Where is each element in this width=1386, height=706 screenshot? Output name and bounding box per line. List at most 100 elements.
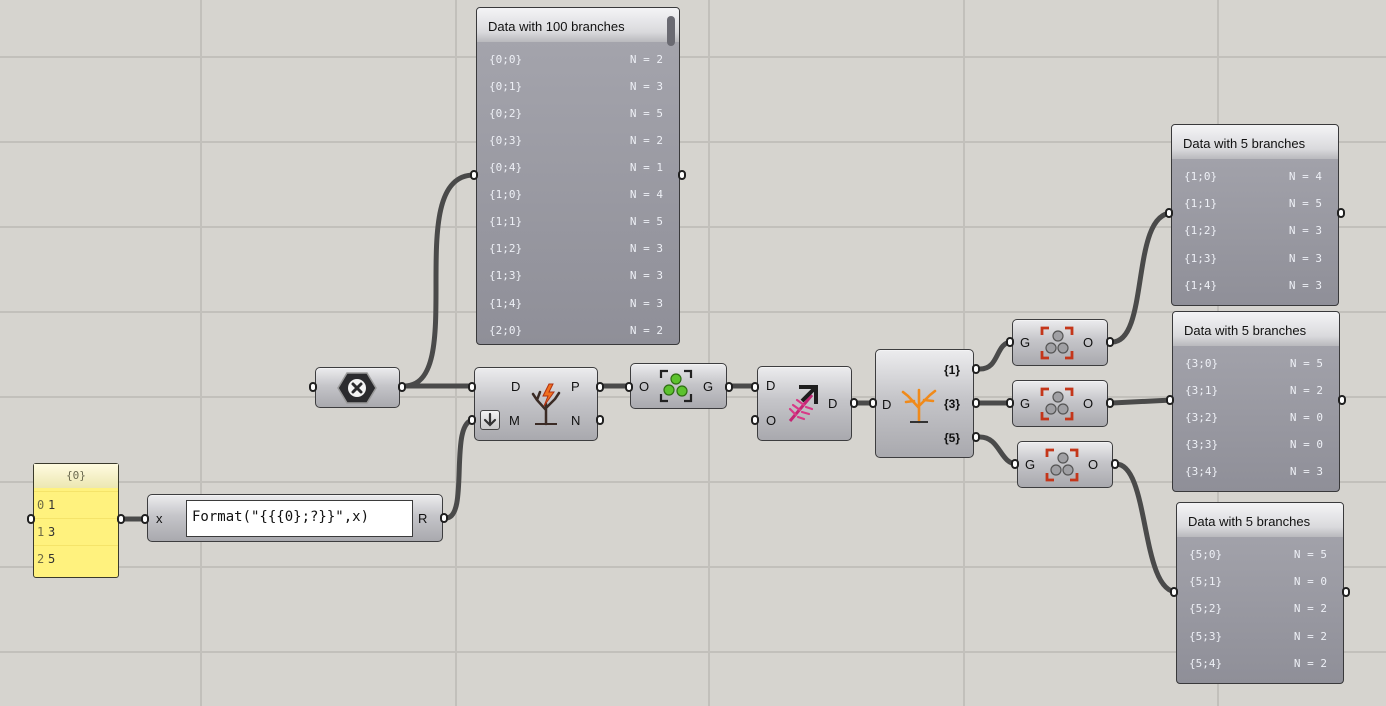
panel-row: {5;0}N = 5 [1189, 548, 1327, 568]
expression-component[interactable]: x Format("{{{0};?}}",x) R [147, 494, 443, 542]
split-tree-component[interactable]: D M P N [474, 367, 598, 441]
panel-title: Data with 100 branches [477, 8, 679, 42]
explode-tree-component[interactable]: D {1} {3} {5} [875, 349, 974, 458]
wire-ungroup1-to-panel1 [1109, 210, 1175, 345]
clean-tree-component[interactable]: D O D [757, 366, 852, 441]
branch-count: N = 2 [1293, 602, 1327, 615]
ungroup-output-grip[interactable] [1106, 337, 1114, 347]
split-input-m-grip[interactable] [468, 415, 476, 425]
grid-line [455, 0, 457, 706]
explode-output-5-grip[interactable] [972, 432, 980, 442]
list-input-grip[interactable] [27, 514, 35, 524]
panel-row: {1;0}N = 4 [1184, 170, 1322, 190]
expression-text[interactable]: Format("{{{0};?}}",x) [186, 500, 413, 537]
list-index: 1 [37, 525, 45, 539]
list-output-grip[interactable] [117, 514, 125, 524]
panel-data-100-branches[interactable]: Data with 100 branches {0;0}N = 2 {0;1}N… [476, 7, 680, 345]
group-input-o[interactable]: O [639, 379, 650, 394]
ungroup-output-grip[interactable] [1106, 398, 1114, 408]
ungroup-icon [1040, 387, 1074, 421]
split-output-n[interactable]: N [571, 413, 581, 428]
ungroup-input-grip[interactable] [1011, 459, 1019, 469]
list-index: 2 [37, 552, 45, 566]
branch-count: N = 2 [629, 324, 663, 337]
panel-data-5-branches-5[interactable]: Data with 5 branches {5;0}N = 5 {5;1}N =… [1176, 502, 1344, 684]
random-reduce-input-grip[interactable] [309, 382, 317, 392]
flatten-toggle[interactable] [480, 410, 500, 430]
ungroup-output-o[interactable]: O [1083, 396, 1094, 411]
panel-output-grip[interactable] [1338, 395, 1346, 405]
ungroup-input-g[interactable]: G [1020, 335, 1031, 350]
expression-input-grip[interactable] [141, 514, 149, 524]
explode-output-5[interactable]: {5} [944, 431, 961, 445]
random-reduce-output-grip[interactable] [398, 382, 406, 392]
branch-path: {1;3} [489, 269, 523, 282]
ungroup-component-1[interactable]: G O [1012, 319, 1108, 366]
panel-output-grip[interactable] [1337, 208, 1345, 218]
split-input-d[interactable]: D [511, 379, 521, 394]
panel-input-grip[interactable] [470, 170, 478, 180]
group-output-grip[interactable] [725, 382, 733, 392]
explode-input-grip[interactable] [869, 398, 877, 408]
wire-expression-to-split-mask [443, 417, 477, 521]
panel-output-grip[interactable] [678, 170, 686, 180]
panel-input-grip[interactable] [1165, 208, 1173, 218]
clean-input-o-grip[interactable] [751, 415, 759, 425]
group-component[interactable]: O G [630, 363, 727, 409]
explode-output-3-grip[interactable] [972, 398, 980, 408]
ungroup-component-2[interactable]: G O [1012, 380, 1108, 427]
expression-output-r[interactable]: R [418, 511, 428, 526]
clean-input-d-grip[interactable] [751, 382, 759, 392]
clean-output-d[interactable]: D [828, 396, 838, 411]
ungroup-input-grip[interactable] [1006, 398, 1014, 408]
split-output-p[interactable]: P [571, 379, 580, 394]
panel-row: {1;4}N = 3 [1184, 279, 1322, 299]
panel-input-grip[interactable] [1166, 395, 1174, 405]
branch-path: {3;0} [1185, 357, 1219, 370]
explode-output-3[interactable]: {3} [944, 397, 961, 411]
expression-output-grip[interactable] [440, 513, 448, 523]
group-input-grip[interactable] [625, 382, 633, 392]
branch-count: N = 2 [1293, 657, 1327, 670]
clean-output-grip[interactable] [850, 398, 858, 408]
ungroup-output-grip[interactable] [1111, 459, 1119, 469]
branch-path: {0;4} [489, 161, 523, 174]
panel-output-grip[interactable] [1342, 587, 1350, 597]
branch-path: {0;1} [489, 80, 523, 93]
panel-row: {1;4}N = 3 [489, 297, 663, 317]
split-input-d-grip[interactable] [468, 382, 476, 392]
lightning-tree-icon [531, 383, 561, 426]
panel-data-5-branches-1[interactable]: Data with 5 branches {1;0}N = 4 {1;1}N =… [1171, 124, 1339, 306]
branch-path: {1;0} [1184, 170, 1218, 183]
split-output-n-grip[interactable] [596, 415, 604, 425]
panel-input-grip[interactable] [1170, 587, 1178, 597]
ungroup-output-o[interactable]: O [1083, 335, 1094, 350]
panel-row: {5;1}N = 0 [1189, 575, 1327, 595]
split-output-p-grip[interactable] [596, 382, 604, 392]
clean-input-d[interactable]: D [766, 378, 776, 393]
ungroup-input-g[interactable]: G [1020, 396, 1031, 411]
ungroup-input-grip[interactable] [1006, 337, 1014, 347]
explode-output-1[interactable]: {1} [944, 363, 961, 377]
panel-data-5-branches-3[interactable]: Data with 5 branches {3;0}N = 5 {3;1}N =… [1172, 311, 1340, 492]
clean-input-o[interactable]: O [766, 413, 777, 428]
branch-count: N = 4 [629, 188, 663, 201]
group-output-g[interactable]: G [703, 379, 714, 394]
explode-output-1-grip[interactable] [972, 364, 980, 374]
branch-count: N = 3 [629, 269, 663, 282]
expression-input-x[interactable]: x [156, 511, 163, 526]
ungroup-component-3[interactable]: G O [1017, 441, 1113, 488]
panel-title: Data with 5 branches [1177, 503, 1343, 537]
ungroup-input-g[interactable]: G [1025, 457, 1036, 472]
panel-scrollbar[interactable] [667, 16, 675, 46]
explode-input-d[interactable]: D [882, 397, 892, 412]
split-input-m[interactable]: M [509, 413, 520, 428]
branch-path: {3;4} [1185, 465, 1219, 478]
branch-path: {5;4} [1189, 657, 1223, 670]
random-reduce-component[interactable] [315, 367, 400, 408]
wire-ungroup2-to-panel3 [1109, 397, 1175, 406]
branch-count: N = 5 [1293, 548, 1327, 561]
ungroup-output-o[interactable]: O [1088, 457, 1099, 472]
